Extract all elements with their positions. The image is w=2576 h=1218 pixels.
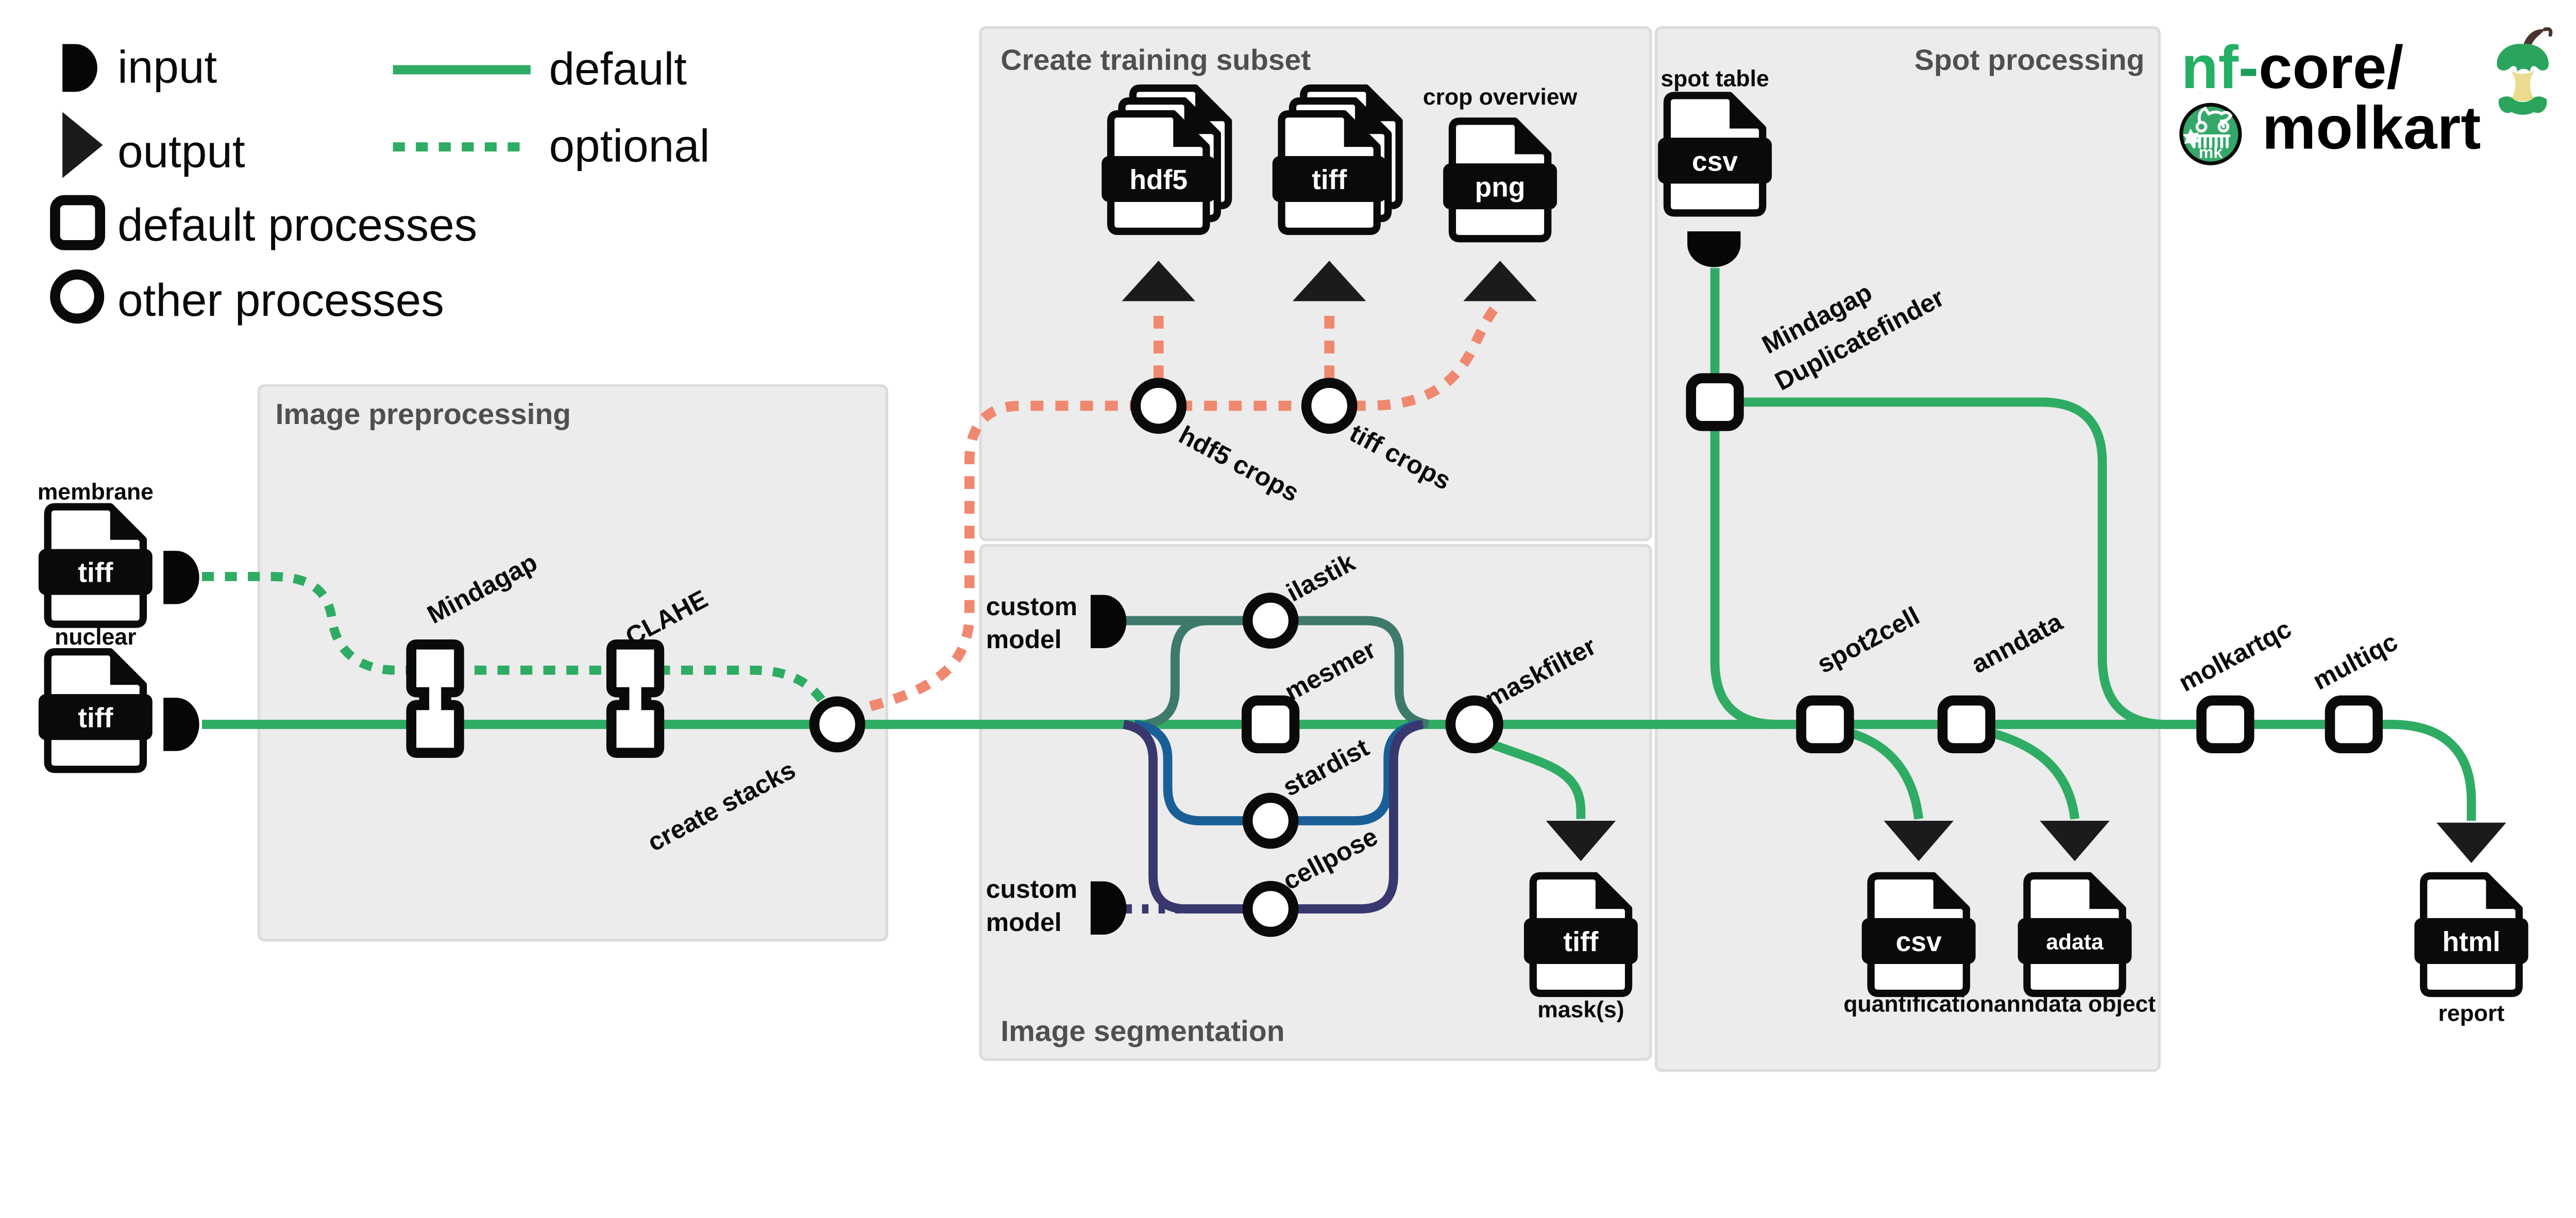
maskfilter-output-line	[1483, 737, 1586, 819]
logo-nf: nf	[2181, 33, 2239, 101]
membrane-label: membrane	[38, 479, 154, 504]
title-image-preprocessing: Image preprocessing	[276, 398, 571, 431]
node-cellpose	[1242, 881, 1299, 937]
optional-membrane-line	[202, 572, 831, 709]
legend-other-processes-label: other processes	[117, 274, 444, 326]
node-hdf5-crops	[1130, 378, 1187, 434]
logo-hyphen: -	[2239, 33, 2259, 101]
file-tiff-crops: tiff	[1273, 88, 1399, 231]
legend-default-process-icon	[50, 195, 106, 250]
png-ext: png	[1475, 172, 1526, 202]
node-molkartqc	[2196, 695, 2255, 754]
tiff-crops-ext: tiff	[1312, 165, 1347, 195]
mask-label: mask(s)	[1537, 997, 1624, 1022]
file-nuclear-tiff: nuclear tiff	[39, 624, 199, 769]
node-ilastik	[1242, 593, 1299, 649]
nuclear-input-icon	[163, 698, 199, 751]
custom-model-top-line1: custom	[986, 592, 1077, 621]
hdf5-ext: hdf5	[1129, 165, 1188, 195]
node-maskfilter	[1445, 695, 1503, 754]
legend-default-processes-label: default processes	[117, 199, 477, 250]
anndata-output-line	[1989, 728, 2079, 820]
custom-model-top-line2: model	[986, 625, 1062, 654]
custom-model-input-top: custom model	[986, 592, 1127, 654]
logo-core: core/	[2259, 33, 2403, 101]
spot-table-ext: csv	[1692, 146, 1738, 177]
file-quantification-csv: csv quantification	[1843, 876, 1994, 1017]
logo-nf-core-text: nf-core/	[2181, 33, 2403, 101]
title-spot-processing: Spot processing	[1914, 43, 2145, 76]
legend-input-icon	[62, 44, 97, 92]
ilastik-line	[1125, 616, 1430, 729]
file-hdf5-crops: hdf5	[1101, 88, 1228, 231]
nuclear-label: nuclear	[55, 624, 136, 650]
file-membrane-tiff: membrane tiff	[38, 479, 199, 624]
node-multiqc	[2325, 695, 2383, 754]
label-molkartqc: molkartqc	[2174, 614, 2296, 697]
legend: input output default optional default pr…	[50, 41, 710, 326]
logo-molkart-text: molkart	[2262, 94, 2481, 162]
box-spot-processing	[1654, 26, 2161, 1072]
report-ext: html	[2442, 927, 2500, 957]
quantification-label: quantification	[1843, 992, 1994, 1017]
duplicatefinder-down-line	[1710, 426, 1777, 729]
report-label: report	[2438, 1001, 2505, 1026]
box-image-preprocessing	[257, 384, 888, 942]
molkart-pipeline-svg: Image preprocessing Create training subs…	[37, 26, 2553, 1072]
legend-optional-label: optional	[549, 120, 710, 172]
label-multiqc: multiqc	[2308, 627, 2402, 696]
logo-mk: mk	[2199, 143, 2223, 161]
node-tiff-crops	[1301, 378, 1358, 434]
legend-output-label: output	[117, 125, 245, 177]
node-duplicatefinder	[1686, 373, 1744, 431]
node-create-stacks	[809, 696, 866, 753]
title-image-segmentation: Image segmentation	[1001, 1015, 1284, 1048]
apple-core-icon	[2497, 27, 2553, 115]
file-mask-tiff: tiff mask(s)	[1524, 876, 1638, 1022]
mask-ext: tiff	[1563, 927, 1598, 957]
title-create-training-subset: Create training subset	[1001, 43, 1311, 76]
nuclear-ext: tiff	[78, 703, 113, 733]
output-arrow-report	[2436, 822, 2506, 863]
duplicatefinder-bypass-line	[1738, 397, 2200, 729]
node-stardist	[1242, 792, 1299, 849]
spot2cell-output-line	[1848, 728, 1924, 820]
pipeline-diagram: Image preprocessing Create training subs…	[37, 26, 2553, 1072]
spot-table-label: spot table	[1660, 66, 1769, 91]
mk-badge-icon: mk	[2179, 103, 2242, 165]
logo: nf-core/ mk molkart	[2179, 27, 2553, 165]
adata-ext: adata	[2046, 929, 2104, 954]
ilastik-branch-line	[1145, 616, 1209, 729]
quantification-ext: csv	[1896, 927, 1942, 957]
file-spot-table-csv: spot table csv	[1658, 66, 1772, 267]
legend-output-icon	[62, 112, 103, 178]
custom-model-input-bottom: custom model	[986, 875, 1127, 937]
membrane-input-icon	[163, 551, 199, 604]
file-anndata-adata: adata anndata object	[1994, 876, 2156, 1017]
anndata-object-label: anndata object	[1994, 992, 2156, 1017]
node-spot2cell	[1796, 695, 1854, 754]
custom-model-bottom-line1: custom	[986, 875, 1077, 904]
legend-default-label: default	[549, 43, 687, 94]
legend-input-label: input	[117, 41, 217, 92]
main-default-line	[202, 719, 2476, 821]
file-crop-overview-png: crop overview png	[1423, 84, 1578, 239]
membrane-ext: tiff	[78, 558, 113, 588]
custom-model-bottom-line2: model	[986, 908, 1062, 937]
crop-overview-label: crop overview	[1423, 84, 1578, 110]
node-anndata	[1937, 695, 1995, 754]
box-image-segmentation	[979, 544, 1652, 1061]
node-mesmer	[1242, 695, 1300, 754]
legend-other-process-icon	[50, 269, 105, 324]
file-report-html: html report	[2414, 876, 2528, 1026]
